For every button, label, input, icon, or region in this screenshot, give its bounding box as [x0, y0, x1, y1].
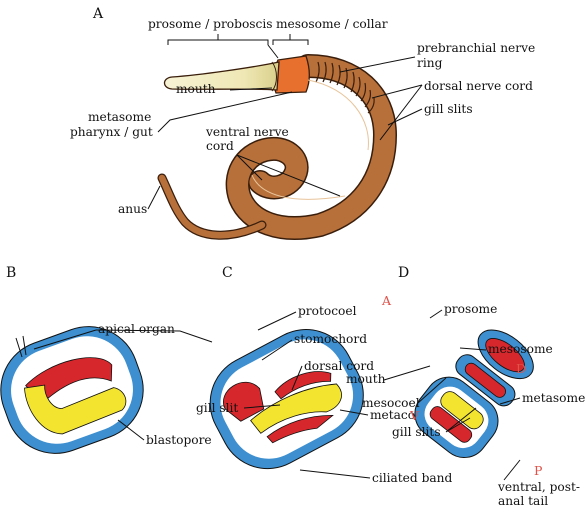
worm-trunk-fill: [238, 66, 385, 228]
label-mesocoel: mesocoel: [362, 396, 420, 410]
panel-c: C protocoel stomochord dorsal cord gill …: [193, 265, 452, 485]
label-dorsal-cord: dorsal cord: [304, 359, 374, 373]
label-metasome-1: metasome: [88, 110, 151, 124]
label-prosome-d: prosome: [444, 302, 497, 316]
label-metasome-2: pharynx / gut: [70, 125, 153, 139]
label-mesosome: mesosome / collar: [276, 17, 388, 31]
label-prosome: prosome / proboscis: [148, 17, 273, 31]
prosome-bracket: [168, 34, 268, 45]
mesosome-bracket: [273, 34, 308, 45]
label-tail-1: ventral, post-: [497, 480, 580, 494]
panel-b: B apical organ blastopore: [0, 265, 212, 468]
axis-anterior: A: [381, 293, 392, 308]
label-prebranchial-1: prebranchial nerve: [417, 41, 535, 55]
label-prebranchial-2: ring: [417, 56, 443, 70]
label-tail-2: anal tail: [498, 494, 548, 508]
label-ventral-2: cord: [206, 139, 234, 153]
label-gill-slits-a: gill slits: [424, 102, 473, 116]
axis-posterior: P: [534, 463, 542, 478]
panel-a-letter: A: [92, 6, 104, 22]
label-protocoel: protocoel: [298, 304, 357, 318]
panel-a: A prosome / pro: [70, 6, 535, 235]
label-anus: anus: [118, 202, 147, 216]
label-gill-slit: gill slit: [196, 401, 238, 415]
label-metasome-d: metasome: [522, 391, 585, 405]
label-mouth-d: mouth: [346, 372, 386, 386]
panel-c-letter: C: [222, 265, 233, 281]
label-blastopore: blastopore: [146, 433, 212, 447]
label-mesosome-d: mesosome: [488, 342, 553, 356]
label-stomochord: stomochord: [294, 332, 367, 346]
label-gill-slits-d: gill slits: [392, 425, 441, 439]
label-dorsal-nerve-cord: dorsal nerve cord: [424, 79, 533, 93]
label-apical-organ-b: apical organ: [98, 322, 175, 336]
axis-ventral: V: [409, 408, 420, 423]
axis-dorsal: D: [516, 361, 526, 376]
label-ciliated-band: ciliated band: [372, 471, 452, 485]
label-ventral-1: ventral nerve: [205, 125, 289, 139]
label-mouth-a: mouth: [176, 82, 216, 96]
panel-b-letter: B: [6, 265, 16, 281]
panel-d-letter: D: [398, 265, 409, 281]
